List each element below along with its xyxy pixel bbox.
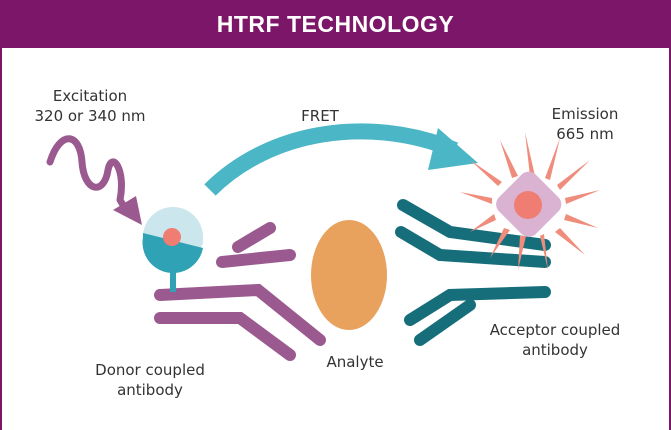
donor-label: Donor coupled antibody: [95, 361, 205, 399]
excitation-arrowhead: [113, 196, 142, 225]
title-bar: [0, 0, 671, 48]
donor-fluorophore: [142, 207, 203, 292]
acceptor-label: Acceptor coupled antibody: [489, 321, 621, 359]
fret-arrowhead: [428, 128, 478, 170]
excitation-wave: [46, 135, 130, 214]
excitation-label: Excitation 320 or 340 nm: [34, 87, 146, 125]
emission-label: Emission 665 nm: [551, 105, 619, 143]
fret-label: FRET: [301, 107, 339, 125]
emission-rays: [460, 132, 600, 270]
fret-arrow: [204, 123, 459, 196]
page-title: HTRF TECHNOLOGY: [216, 11, 455, 37]
acceptor-antibody: [395, 199, 551, 346]
analyte-shape: [311, 220, 387, 330]
acceptor-fluorophore: [496, 171, 562, 237]
analyte-label: Analyte: [326, 353, 384, 371]
donor-antibody: [154, 222, 326, 361]
